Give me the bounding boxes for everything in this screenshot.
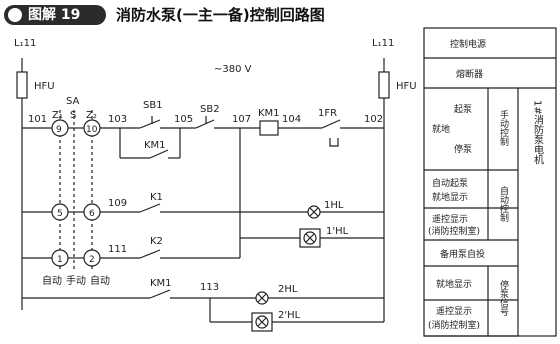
node-111: 111 [108,244,127,255]
terminal-2-label: 2 [89,255,95,265]
legend-pump-motor: 1#消防泵电机 [532,100,544,166]
sa-mode-manual: 手动 [66,274,86,287]
sa-position-z2: Z₂ [86,110,97,121]
terminal-1 [51,249,69,267]
km1-hold-contact [149,149,169,159]
right-line-label: L₁11 [372,38,394,49]
lamp-2hl-label: 2HL [278,284,298,295]
figure-label-text: 图解 19 [28,7,81,23]
sa-position-s: S [70,110,76,121]
figure-title: 消防水泵(一主一备)控制回路图 [116,6,325,24]
node-104: 104 [282,114,301,125]
legend-stop-signal: 停泵信号 [498,279,509,317]
sb2-label: SB2 [200,104,220,115]
node-102: 102 [364,114,383,125]
voltage-label: ~380 V [214,64,252,75]
km1-hold-label: KM1 [144,140,166,151]
thermal-relay-contact [321,119,341,129]
terminal-5-label: 5 [57,209,63,219]
figure-label-badge: 图解 19 [4,5,106,25]
node-113: 113 [200,282,219,293]
terminal-2 [83,249,101,267]
figure-header: 图解 19 消防水泵(一主一备)控制回路图 [0,0,560,30]
terminal-6-label: 6 [89,209,95,219]
node-109: 109 [108,198,127,209]
km1-aux-contact [149,289,171,299]
legend-local-label: 就地 [432,123,450,135]
lamp-1hl-remote-label: 1'HL [326,226,349,237]
sb2-contact [195,119,215,129]
lamp-1hl-label: 1HL [324,200,344,211]
thermal-label: 1FR [318,108,337,119]
legend-backup-auto: 备用泵自投 [440,248,485,260]
k1-label: K1 [150,192,163,203]
km1-coil-symbol [259,120,279,136]
legend-auto-start: 自动起泵 [432,177,468,189]
terminal-9-label: 9 [56,125,62,135]
node-101: 101 [28,114,47,125]
terminal-10 [83,119,101,137]
node-105: 105 [174,114,193,125]
k1-contact [139,203,161,213]
figure-badge-icon [8,8,22,22]
legend-local-start: 起泵 [454,104,472,115]
terminal-9 [51,119,69,137]
legend-local-display: 就地显示 [432,191,468,203]
left-fuse-label: HFU [34,81,55,92]
right-fuse-label: HFU [396,81,417,92]
k2-contact [139,249,161,259]
legend-local-display-2: 就地显示 [436,278,472,290]
sa-position-z1: Z₁ [52,110,63,121]
legend-fire-room-2: (消防控制室) [428,319,480,331]
sb1-label: SB1 [143,100,163,111]
lamp-2hl-remote-label: 2'HL [278,310,301,321]
node-103: 103 [108,114,127,125]
legend-local-stop: 停泵 [454,143,472,155]
sb1-contact [139,119,161,129]
terminal-5 [51,203,69,221]
legend-remote-display-2: 遥控显示 [436,305,472,317]
terminal-10-label: 10 [86,125,98,135]
legend-auto-ctrl: 自动控制 [498,185,509,222]
terminal-6 [83,203,101,221]
legend-remote-display: 遥控显示 [432,213,468,225]
terminal-1-label: 1 [57,255,63,265]
k2-label: K2 [150,236,163,247]
left-line-label: L₁11 [14,38,36,49]
legend-fire-room: (消防控制室) [428,225,480,237]
sa-label: SA [66,96,80,107]
legend-manual-ctrl: 手动控制 [498,109,509,146]
sa-mode-auto-right: 自动 [90,274,110,287]
legend-fuse: 熔断器 [456,68,483,80]
right-fuse-symbol [378,71,390,99]
legend-power: 控制电源 [450,38,486,50]
node-107: 107 [232,114,251,125]
coil-label: KM1 [258,108,280,119]
km1-aux-label: KM1 [150,278,172,289]
sa-mode-auto-left: 自动 [42,274,62,287]
left-fuse-symbol [16,71,28,99]
